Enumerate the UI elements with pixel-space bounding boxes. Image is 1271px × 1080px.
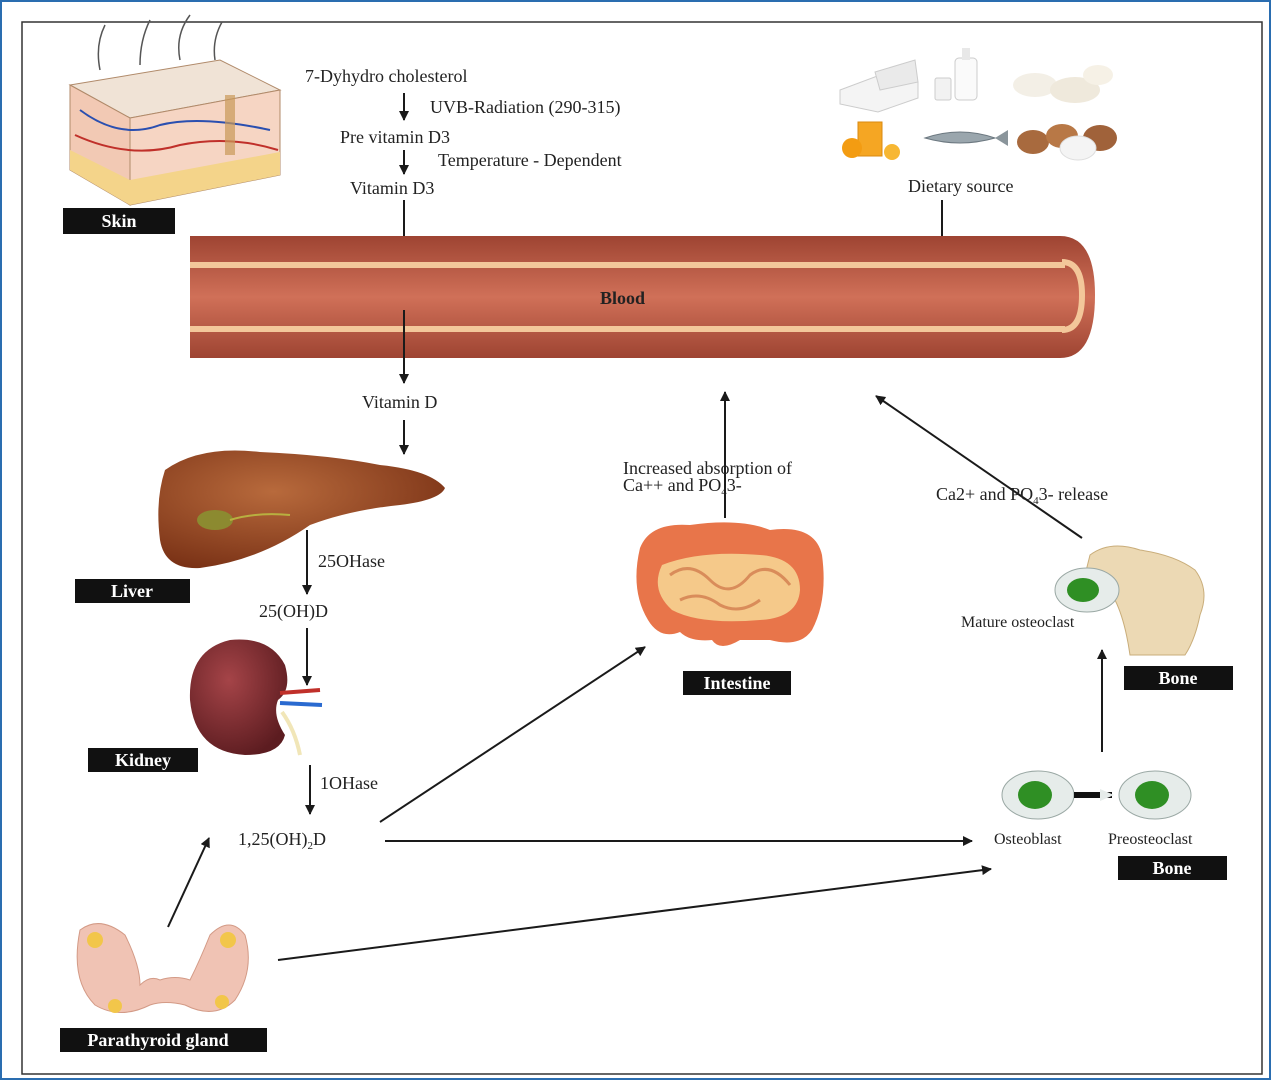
mature-osteoclast-cell bbox=[1055, 568, 1119, 612]
mature-osteoclast-label: Mature osteoclast bbox=[961, 614, 1075, 631]
step-7-dehydrocholesterol: 7-Dyhydro cholesterol bbox=[305, 66, 467, 86]
temperature-condition: Temperature - Dependent bbox=[438, 150, 622, 170]
skin-label: Skin bbox=[101, 211, 136, 231]
parathyroid-label: Parathyroid gland bbox=[87, 1030, 228, 1050]
vitamin-d-label: Vitamin D bbox=[362, 392, 437, 412]
intestine-icon bbox=[636, 522, 823, 646]
preosteoclast-label: Preosteoclast bbox=[1108, 831, 1193, 848]
intestine-label: Intestine bbox=[704, 673, 771, 693]
osteoblast-cell bbox=[1002, 771, 1074, 819]
enzyme-1ohase: 1OHase bbox=[320, 773, 378, 793]
kidney-label: Kidney bbox=[115, 750, 171, 770]
liver-label: Liver bbox=[111, 581, 153, 601]
metabolite-25ohd: 25(OH)D bbox=[259, 601, 328, 622]
enzyme-25ohase: 25OHase bbox=[318, 551, 385, 571]
bone-bottom-label: Bone bbox=[1152, 858, 1191, 878]
metabolite-125ohd: 1,25(OH)2D bbox=[238, 829, 326, 852]
osteoblast-label: Osteoblast bbox=[994, 831, 1062, 848]
blood-label: Blood bbox=[600, 288, 645, 308]
step-vitamin-d3: Vitamin D3 bbox=[350, 178, 434, 198]
bone-top-label: Bone bbox=[1158, 668, 1197, 688]
dietary-source-label: Dietary source bbox=[908, 176, 1013, 196]
uvb-condition: UVB-Radiation (290-315) bbox=[430, 97, 620, 118]
bone-release-label: Ca2+ and PO43- release bbox=[936, 484, 1108, 507]
step-previtamin-d3: Pre vitamin D3 bbox=[340, 127, 450, 147]
preosteoclast-cell bbox=[1119, 771, 1191, 819]
